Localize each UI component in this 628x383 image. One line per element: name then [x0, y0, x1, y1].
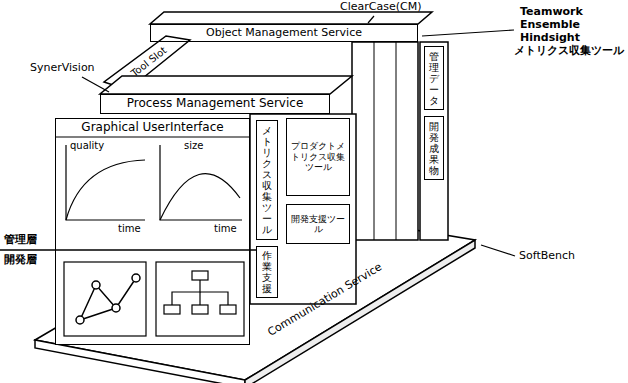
annotation-label: 管理層	[4, 234, 37, 247]
pms-face	[100, 94, 330, 114]
rear-slab	[352, 42, 418, 240]
gui-header-rule	[55, 136, 250, 137]
annotation-label: size	[184, 140, 203, 152]
data-store: 開発成果物	[424, 116, 444, 180]
annotation-label: SynerVision	[30, 62, 95, 75]
tool-slot-box: 作業支援	[256, 246, 278, 298]
annotation-label: メトリクス収集ツール	[514, 45, 624, 58]
box-text: Process Management Service	[127, 97, 304, 111]
annotation-label: time	[214, 223, 237, 235]
pms-top	[100, 76, 352, 94]
annotation-label: time	[118, 223, 141, 235]
box-text: 開発成果物	[429, 121, 439, 176]
service-layer: Process Management Service	[100, 94, 330, 114]
network-graph	[76, 274, 140, 324]
box-text: 管理データ	[429, 51, 439, 106]
box-text: メトリクス収集ツール	[262, 125, 272, 235]
annotation-label: 開発層	[4, 254, 37, 267]
data-store: 管理データ	[424, 46, 444, 110]
annotation-label: Teamwork	[520, 6, 583, 19]
network-panel	[64, 262, 146, 336]
box-text: プロダクトメトリクス収集ツール	[287, 141, 349, 172]
base-front	[35, 340, 245, 383]
box-text: 開発支援ツール	[287, 214, 349, 235]
oms-top	[150, 12, 432, 24]
leader-lines	[82, 16, 515, 256]
tool-slot-box: メトリクス収集ツール	[256, 120, 278, 240]
annotation-label: ClearCase(CM)	[340, 1, 421, 14]
annotation-label: Ensemble	[520, 19, 580, 32]
annotation-label: quality	[70, 140, 104, 152]
tool-slot-box: 開発支援ツール	[286, 204, 350, 244]
tree-graph	[164, 271, 236, 314]
data-column	[420, 42, 448, 240]
box-text: Graphical UserInterface	[81, 121, 223, 135]
service-layer: Object Management Service	[150, 24, 418, 42]
tool-slot-box: プロダクトメトリクス収集ツール	[286, 118, 350, 196]
box-text: Object Management Service	[206, 27, 362, 40]
box-text: 作業支援	[262, 250, 272, 294]
gui-face	[55, 118, 250, 345]
tree-panel	[156, 262, 244, 336]
slot-line	[374, 42, 375, 240]
annotation-label: SoftBench	[519, 250, 575, 263]
column-block	[250, 114, 356, 304]
chart-graphics	[66, 145, 242, 220]
annotation-label: Hindsight	[520, 32, 580, 45]
slot-line	[396, 42, 397, 240]
layer-divider	[0, 249, 256, 251]
